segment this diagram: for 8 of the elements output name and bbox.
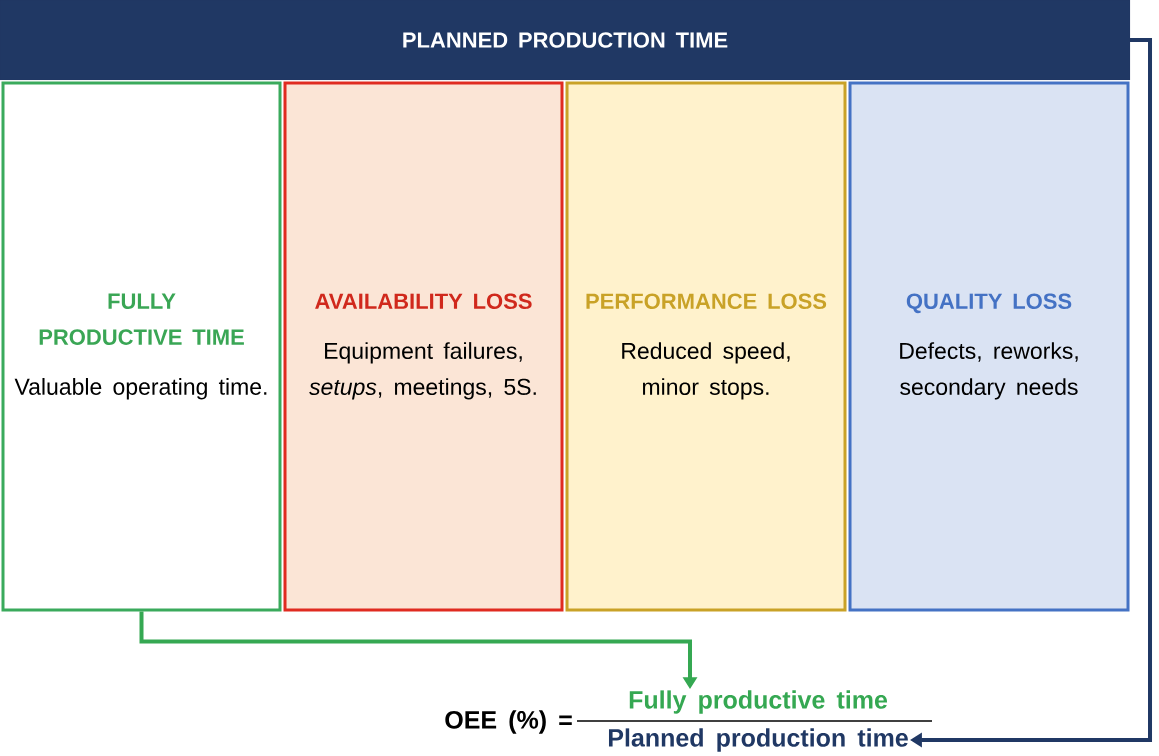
- formula-term: Planned production time: [609, 728, 908, 752]
- category-box: QUALITY LOSS Defects, reworks, secondary needs: [848, 81, 1130, 612]
- formula-term: Fully productive time: [629, 690, 888, 714]
- category-box: FULLY PRODUCTIVE TIME Valuable operating time.: [1, 81, 282, 612]
- formula-label: OEE (%) =: [445, 710, 572, 734]
- header-band: PLANNED PRODUCTION TIME: [0, 0, 1131, 81]
- category-box: AVAILABILITY LOSS Equipment failures, setups, meetings, 5S.: [283, 81, 564, 612]
- category-box: PERFORMANCE LOSS Reduced speed, minor stops.: [565, 81, 847, 612]
